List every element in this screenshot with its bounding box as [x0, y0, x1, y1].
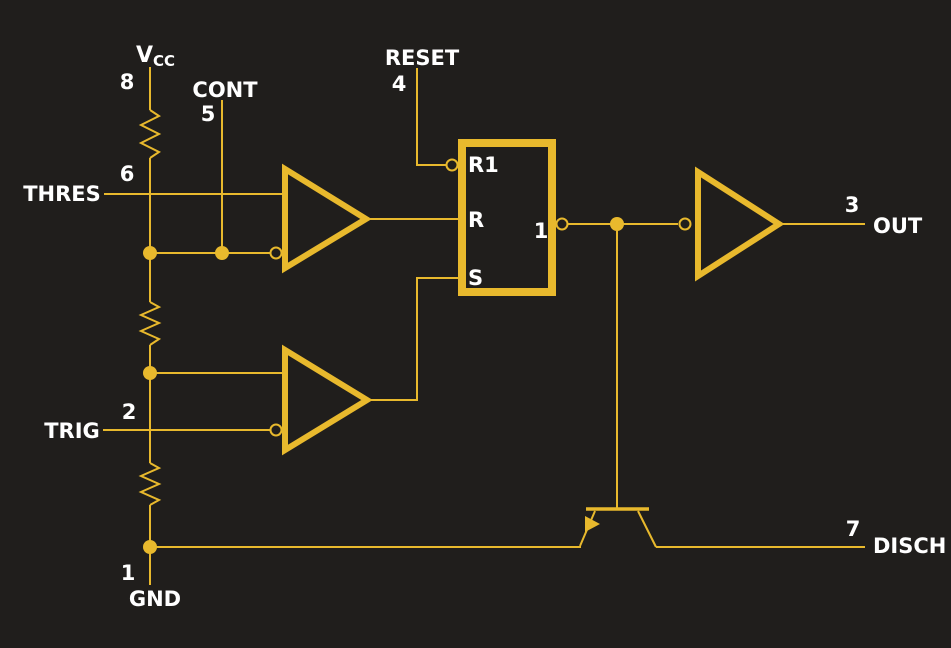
threshold-comparator: [282, 163, 372, 274]
comp2-output-wire: [367, 277, 462, 401]
pin-number-reset: 4: [392, 72, 407, 96]
latch-r-label: R: [468, 208, 484, 232]
pin-number-trig: 2: [122, 400, 137, 424]
transistor-collector: [637, 510, 657, 548]
pin-number-thres: 6: [120, 162, 135, 186]
pin-number-vcc: 8: [120, 70, 135, 94]
voltage-divider: [138, 109, 162, 506]
junction-dot: [215, 246, 229, 260]
inversion-bubbles: [269, 158, 692, 437]
pin-number-out: 3: [845, 193, 860, 217]
pin-number-cont: 5: [201, 102, 216, 126]
sr-latch-box: [458, 139, 556, 296]
transistor-arrow-icon: [585, 516, 600, 532]
junction-dot: [610, 217, 624, 231]
disch-label: DISCH: [873, 534, 946, 558]
latch-output-bubble-icon: [555, 217, 569, 231]
junction-dots: [143, 217, 624, 554]
junction-dot: [143, 246, 157, 260]
output-buffer: [695, 166, 785, 282]
resistor-top: [138, 109, 162, 159]
resistor-middle: [138, 301, 162, 346]
buffer-invert-bubble-icon: [678, 217, 692, 231]
latch-s-label: S: [468, 266, 483, 290]
reset-label: RESET: [385, 46, 460, 70]
trigger-comparator: [282, 344, 373, 456]
resistor-bottom: [138, 462, 162, 506]
latch-labels: R1 R S 1: [468, 153, 548, 290]
reset-wire: [416, 68, 446, 166]
pin-labels: VCC 8 CONT 5 THRES 6 TRIG 2 GND 1 RESET …: [23, 43, 946, 611]
pin-number-gnd: 1: [121, 561, 136, 585]
discharge-transistor: [579, 507, 657, 548]
latch-output-label: 1: [534, 219, 549, 243]
reset-invert-bubble-icon: [445, 158, 459, 172]
junction-dot: [143, 366, 157, 380]
out-label: OUT: [873, 214, 923, 238]
comp1-invert-bubble-icon: [269, 246, 283, 260]
latch-r1-label: R1: [468, 153, 499, 177]
junction-dot: [143, 540, 157, 554]
thres-label: THRES: [23, 182, 101, 206]
vcc-label: VCC: [136, 43, 175, 70]
trig-label: TRIG: [44, 419, 100, 443]
cont-label: CONT: [192, 78, 258, 102]
pin-number-disch: 7: [846, 517, 861, 541]
comp2-invert-bubble-icon: [269, 423, 283, 437]
gnd-label: GND: [129, 587, 181, 611]
